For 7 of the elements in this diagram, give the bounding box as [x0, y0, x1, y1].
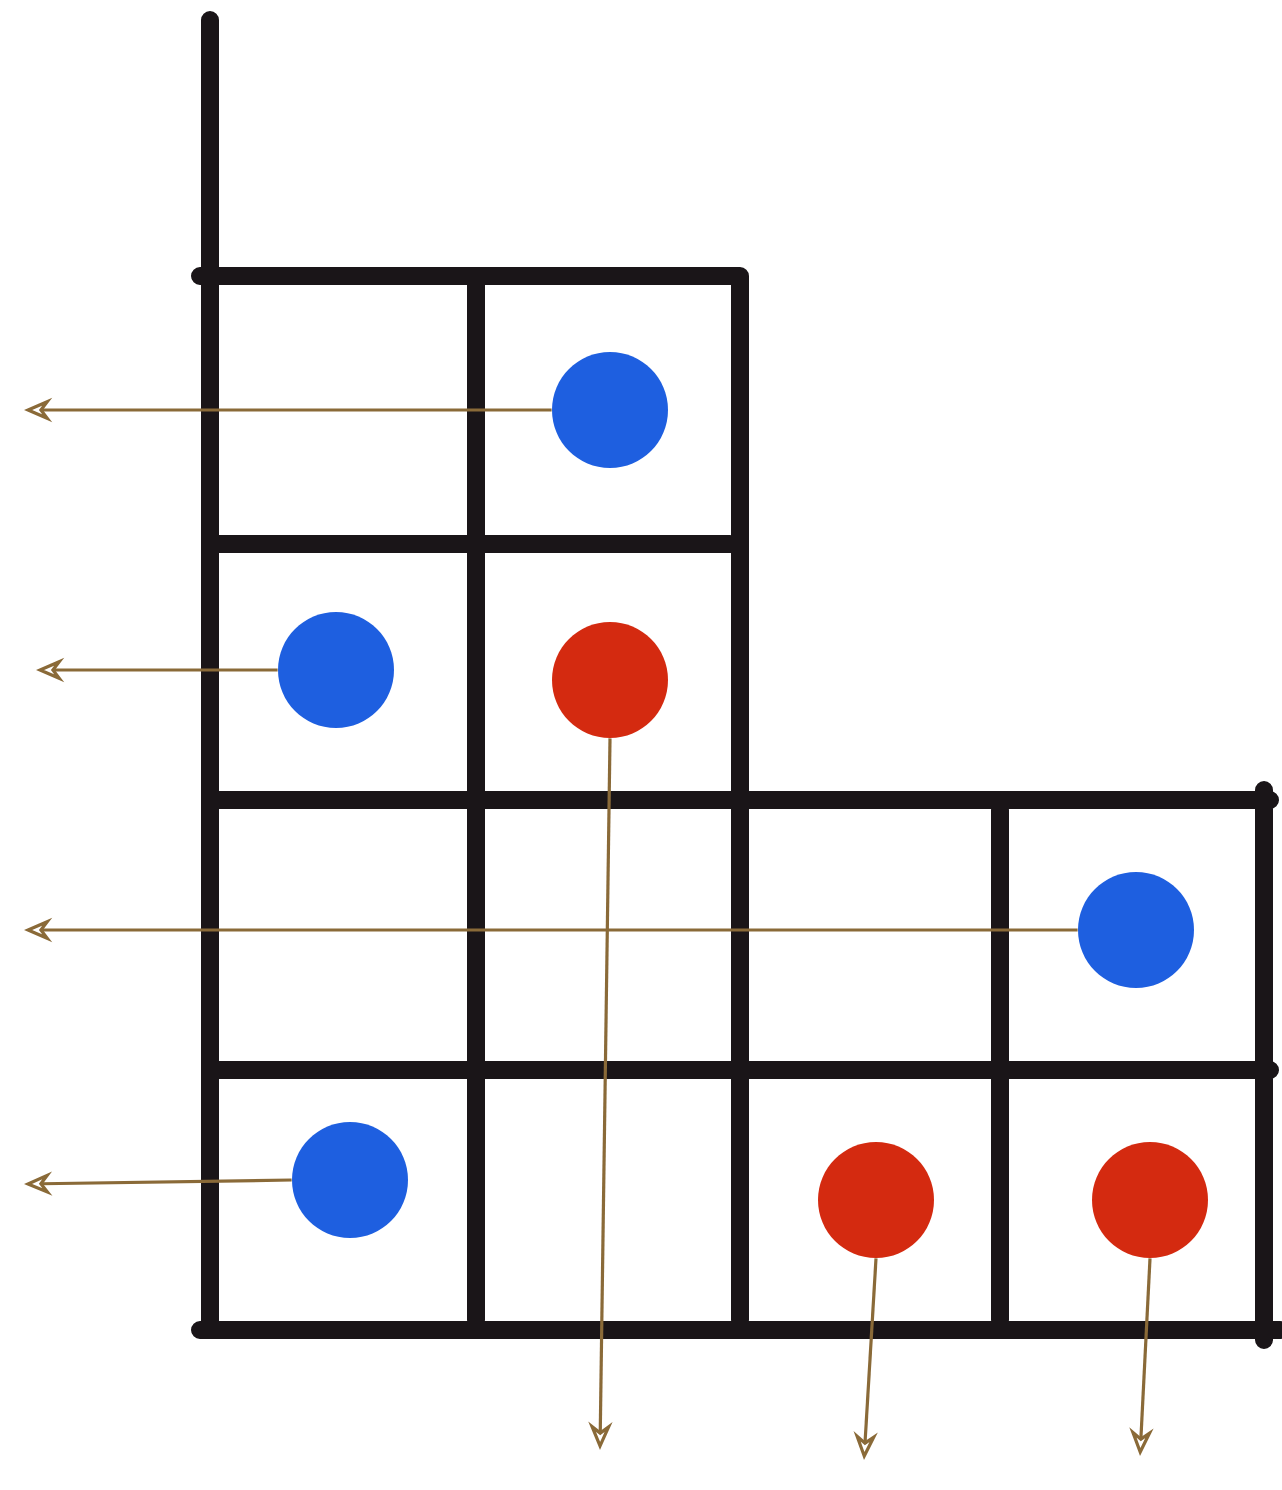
dot	[1078, 872, 1194, 988]
dot	[552, 352, 668, 468]
dot	[1092, 1142, 1208, 1258]
dot	[552, 622, 668, 738]
dot	[278, 612, 394, 728]
dot	[292, 1122, 408, 1238]
dot	[818, 1142, 934, 1258]
